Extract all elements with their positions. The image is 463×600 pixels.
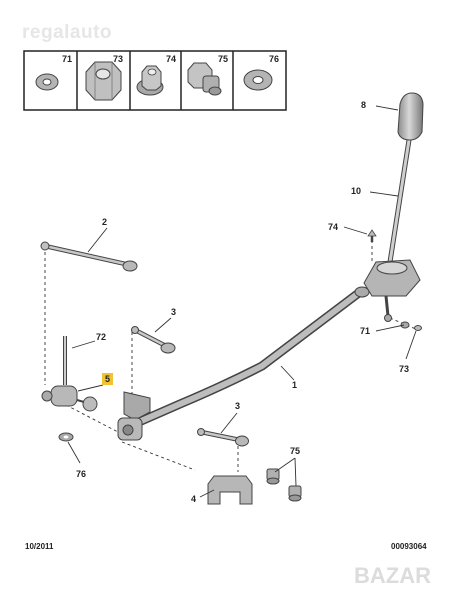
part-4-bracket: [207, 475, 253, 505]
watermark: regalauto: [22, 22, 113, 43]
flanged-nut-icon: [136, 65, 164, 96]
callout-73: 73: [399, 364, 410, 374]
legend-number-74: 74: [166, 54, 177, 64]
callout-10: 10: [351, 186, 362, 196]
callout-4: 4: [191, 494, 197, 504]
callout-2: 2: [102, 217, 108, 227]
callout-72: 72: [96, 332, 107, 342]
bushing-nut-icon: [187, 62, 222, 96]
part-1-shift-rod: [117, 286, 370, 441]
legend-number-71: 71: [62, 54, 73, 64]
hex-nut-icon: [85, 61, 122, 101]
part-5-pivot-assembly: [41, 336, 98, 442]
callout-76: 76: [76, 469, 87, 479]
gear-lever-assembly: [363, 92, 424, 331]
flat-washer-icon: [35, 73, 59, 91]
part-3-lower-link: [197, 428, 249, 447]
callout-71: 71: [360, 326, 371, 336]
footer-date: 10/2011: [25, 542, 54, 551]
marketplace-logo: BAZAR: [354, 563, 431, 588]
callout-8: 8: [361, 100, 367, 110]
part-3-upper-link: [131, 326, 176, 354]
callout-3-upper: 3: [171, 307, 177, 317]
callout-1: 1: [292, 380, 298, 390]
callout-74: 74: [328, 222, 339, 232]
washer-icon: [243, 69, 273, 91]
part-2-rod: [40, 241, 138, 272]
footer-diagram-code: 00093064: [391, 542, 427, 551]
legend-box: [23, 50, 287, 111]
legend-number-73: 73: [113, 54, 124, 64]
legend-number-76: 76: [269, 54, 280, 64]
callout-5-highlighted: 5: [102, 373, 113, 385]
legend-number-75: 75: [218, 54, 229, 64]
assembly-guide-lines: [44, 240, 419, 472]
callout-75: 75: [290, 446, 301, 456]
callout-3-lower: 3: [235, 401, 241, 411]
leader-lines: [67, 105, 417, 498]
